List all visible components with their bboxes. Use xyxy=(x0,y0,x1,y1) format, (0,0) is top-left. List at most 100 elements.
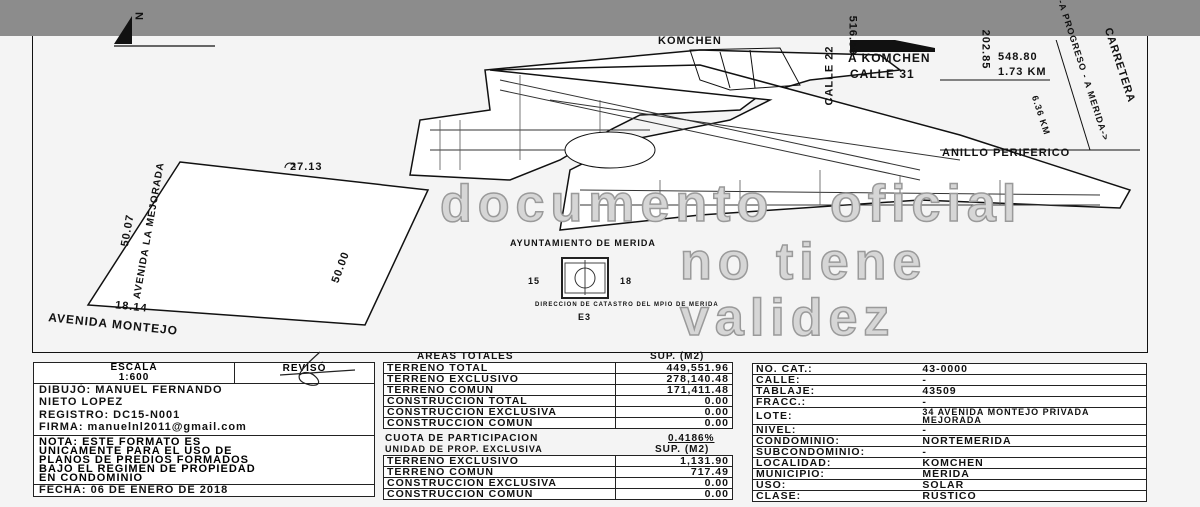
table-row: LOCALIDAD:KOMCHEN xyxy=(752,457,1148,469)
cell-label: TABLAJE: xyxy=(752,385,920,397)
table-row: LOTE:34 AVENIDA MONTEJO PRIVADA MEJORADA xyxy=(752,407,1148,425)
scale-label: ESCALA xyxy=(110,362,158,373)
cell-value: 717.49 xyxy=(615,466,733,478)
date: FECHA: 06 DE ENERO DE 2018 xyxy=(34,484,374,496)
seal-code: E3 xyxy=(578,312,592,322)
seal-num-left: 15 xyxy=(528,276,541,286)
drawn-by: DIBUJÓ: MANUEL FERNANDO xyxy=(39,384,223,396)
unit-sup-header: SUP. (M2) xyxy=(655,444,710,455)
scale-value: 1:600 xyxy=(118,372,150,383)
cell-label: LOCALIDAD: xyxy=(752,457,920,469)
table-row: TABLAJE:43509 xyxy=(752,385,1148,397)
cell-value: 0.00 xyxy=(615,417,733,429)
lot-polygon xyxy=(86,161,430,326)
table-row: CALLE:- xyxy=(752,374,1148,386)
cell-value: 43-0000 xyxy=(919,363,1148,375)
seal-text: AYUNTAMIENTO DE MERIDA xyxy=(510,238,656,248)
cell-value: 449,551.96 xyxy=(615,362,733,374)
cell-label: FRACC.: xyxy=(752,396,920,408)
cell-label: LOTE: xyxy=(752,407,920,425)
cell-value: RÚSTICO xyxy=(919,490,1148,502)
cell-label: CONSTRUCCION EXCLUSIVA xyxy=(383,406,616,418)
cell-value: 0.00 xyxy=(615,395,733,407)
watermark-line: documento xyxy=(439,175,775,233)
cell-value: SOLAR xyxy=(919,479,1148,491)
watermark-line: no tiene xyxy=(679,233,928,291)
cell-value: 1,131.90 xyxy=(615,455,733,467)
cell-value: 34 AVENIDA MONTEJO PRIVADA MEJORADA xyxy=(919,407,1148,425)
note-line: PLANOS DE PREDIOS FORMADOS xyxy=(39,454,249,466)
watermark-line: validez xyxy=(679,289,896,347)
registration: REGISTRO: DC15-N001 xyxy=(39,409,181,421)
cuota-label: CUOTA DE PARTICIPACION xyxy=(385,433,539,444)
top-band xyxy=(0,0,1200,36)
cell-label: SUBCONDOMINIO: xyxy=(752,446,920,458)
note-line: EN CONDOMINIO xyxy=(39,472,144,484)
cell-label: CALLE: xyxy=(752,374,920,386)
cuota-value: 0.4186% xyxy=(668,433,715,444)
label-a-komchen: A KOMCHEN xyxy=(848,51,931,65)
cell-label: CONSTRUCCION TOTAL xyxy=(383,395,616,407)
table-row: NO. CAT.:43-0000 xyxy=(752,363,1148,375)
cell-label: MUNICIPIO: xyxy=(752,468,920,480)
cell-label: TERRENO EXCLUSIVO xyxy=(383,455,616,467)
note-line: BAJO EL REGIMEN DE PROPIEDAD xyxy=(39,463,256,475)
cell-value: NORTEMERIDA xyxy=(919,435,1148,447)
table-row: FRACC.:- xyxy=(752,396,1148,408)
dist-1-73: 1.73 KM xyxy=(998,66,1047,78)
cell-label: NIVEL: xyxy=(752,424,920,436)
cell-label: TERRENO EXCLUSIVO xyxy=(383,373,616,385)
north-arrow-icon xyxy=(114,16,215,47)
cell-label: TERRENO COMUN xyxy=(383,466,616,478)
cell-value: - xyxy=(919,446,1148,458)
cell-label: NO. CAT.: xyxy=(752,363,920,375)
table-row: USO:SOLAR xyxy=(752,479,1148,491)
seal-num-right: 18 xyxy=(620,276,633,286)
table-row: CONDOMINIO:NORTEMERIDA xyxy=(752,435,1148,447)
note-line: UNICAMENTE PARA EL USO DE xyxy=(39,445,233,457)
label-komchen: KOMCHEN xyxy=(658,35,722,47)
cell-label: TERRENO TOTAL xyxy=(383,362,616,374)
site-plan xyxy=(409,40,1140,231)
cell-value: 0.00 xyxy=(615,477,733,489)
dim-516: 516.59 xyxy=(846,15,859,56)
table-row: CLASE:RÚSTICO xyxy=(752,490,1148,502)
cell-value: 43509 xyxy=(919,385,1148,397)
cell-label: CLASE: xyxy=(752,490,920,502)
label-calle22: CALLE 22 xyxy=(823,45,836,106)
unit-label: UNIDAD DE PROP. EXCLUSIVA xyxy=(385,444,543,454)
cell-value: MÉRIDA xyxy=(919,468,1148,480)
label-anillo-periferico: ANILLO PERIFERICO xyxy=(942,147,1071,159)
table-row: MUNICIPIO:MÉRIDA xyxy=(752,468,1148,480)
cell-label: CONSTRUCCION COMUN xyxy=(383,488,616,500)
label-calle31: CALLE 31 xyxy=(850,67,915,81)
cell-label: USO: xyxy=(752,479,920,491)
catastro-seal xyxy=(561,257,609,299)
seal-bottom-text: DIRECCION DE CATASTRO DEL MPIO DE MERIDA xyxy=(535,302,719,308)
cell-value: 171,411.48 xyxy=(615,384,733,396)
lot-dim-top: 27.13 xyxy=(290,161,323,173)
cell-label: CONSTRUCCION COMUN xyxy=(383,417,616,429)
signature-scribble xyxy=(279,351,356,386)
dim-202: 202.85 xyxy=(979,29,992,70)
areas-header: AREAS TOTALES xyxy=(417,351,514,362)
areas-sup-header: SUP. (M2) xyxy=(650,351,705,362)
signature-email: FIRMA: manuelnl2011@gmail.com xyxy=(39,421,247,433)
table-row: NIVEL:- xyxy=(752,424,1148,436)
cell-value: 0.00 xyxy=(615,406,733,418)
watermark-line: oficial xyxy=(829,175,1023,233)
cell-value: - xyxy=(919,396,1148,408)
